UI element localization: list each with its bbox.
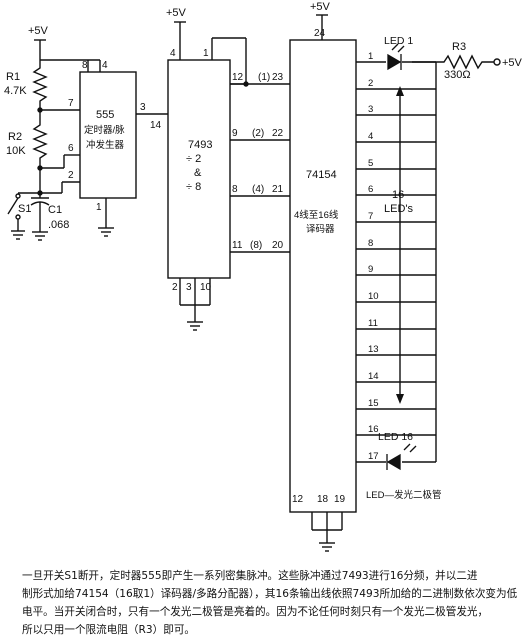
svg-text:9: 9 — [232, 128, 238, 139]
chip-555 — [79, 71, 137, 199]
chip74154-title: 74154 — [306, 169, 337, 181]
decoder-output-number: 16 — [368, 424, 379, 435]
r1-name: R1 — [6, 71, 20, 83]
decoder-output-number: 9 — [368, 264, 373, 275]
caption-line-4: 所以只用一个限流电阻（R3）即可。 — [22, 624, 196, 636]
led16-label: LED 16 — [378, 431, 413, 443]
svg-text:1: 1 — [203, 48, 209, 59]
chip555-sub1: 定时器/脉 — [84, 124, 125, 136]
led16-diode — [386, 443, 417, 471]
c1-name: C1 — [48, 204, 62, 216]
caption-line-1: 一旦开关S1断开，定时器555即产生一系列密集脉冲。这些脉冲通过7493进行16… — [22, 570, 478, 582]
svg-text:18: 18 — [317, 494, 329, 505]
svg-text:8: 8 — [232, 184, 238, 195]
led-count-label: 16 — [392, 189, 404, 201]
decoder-output-number: 14 — [368, 371, 379, 382]
caption-line-2: 制形式加给74154（16取1）译码器/多路分配器），其16条输出线依照7493… — [22, 588, 518, 600]
r3-value: 330Ω — [444, 69, 471, 81]
r3-resistor — [436, 54, 494, 70]
led1-diode — [387, 43, 405, 71]
decoder-output-number: 2 — [368, 78, 373, 89]
chip7493-title: 7493 — [188, 139, 212, 151]
s1-name: S1 — [18, 203, 31, 215]
svg-text:4: 4 — [170, 48, 176, 59]
svg-text:译码器: 译码器 — [306, 224, 335, 235]
decoder-output-number: 11 — [368, 318, 378, 329]
decoder-output-number: 1 — [368, 51, 373, 62]
r2-value: 10K — [6, 145, 26, 157]
svg-text:(4): (4) — [252, 184, 264, 195]
svg-text:20: 20 — [272, 240, 284, 251]
svg-text:12: 12 — [232, 72, 244, 83]
decoder-output-number: 5 — [368, 158, 373, 169]
svg-text:3: 3 — [140, 102, 146, 113]
decoder-output-lines — [356, 61, 436, 463]
r1-value: 4.7K — [4, 85, 27, 97]
vcc-led-label: +5V — [502, 57, 523, 69]
chip555-sub2: 冲发生器 — [86, 139, 125, 151]
svg-text:&: & — [194, 167, 202, 179]
svg-text:23: 23 — [272, 72, 284, 83]
svg-text:(1): (1) — [258, 72, 270, 83]
vcc-7493-label: +5V — [166, 7, 187, 19]
svg-text:6: 6 — [68, 143, 74, 154]
decoder-output-numbers: 1 2 3 4 5 6 7 8 9 10 11 13 14 15 16 17 — [368, 51, 379, 462]
decoder-output-number: 10 — [368, 291, 379, 302]
decoder-output-number: 8 — [368, 238, 373, 249]
svg-text:÷ 8: ÷ 8 — [186, 181, 201, 193]
svg-text:10: 10 — [200, 282, 212, 293]
decoder-output-number: 13 — [368, 344, 379, 355]
decoder-output-number: 15 — [368, 398, 379, 409]
led-legend: LED—发光二极管 — [366, 489, 441, 501]
svg-text:7: 7 — [68, 98, 74, 109]
svg-text:14: 14 — [150, 120, 162, 131]
decoder-output-number: 7 — [368, 211, 373, 222]
decoder-output-number: 6 — [368, 184, 373, 195]
c1-value: .068 — [48, 219, 69, 231]
caption: 一旦开关S1断开，定时器555即产生一系列密集脉冲。这些脉冲通过7493进行16… — [22, 567, 518, 639]
svg-text:12: 12 — [292, 494, 304, 505]
svg-text:÷ 2: ÷ 2 — [186, 153, 201, 165]
r2-resistor — [32, 110, 48, 168]
r2-name: R2 — [8, 131, 22, 143]
svg-text:2: 2 — [172, 282, 178, 293]
r1-resistor — [32, 60, 48, 110]
caption-line-3: 电平。当开关闭合时，只有一个发光二极管是亮着的。因为不论任何时刻只有一个发光二极… — [22, 606, 489, 618]
decoder-output-number: 17 — [368, 451, 379, 462]
svg-text:21: 21 — [272, 184, 284, 195]
led1-label: LED 1 — [384, 35, 413, 47]
chip-74154 — [289, 39, 357, 513]
r3-name: R3 — [452, 41, 466, 53]
svg-text:(8): (8) — [250, 240, 262, 251]
vcc-555-label: +5V — [28, 25, 49, 37]
svg-text:4线至16线: 4线至16线 — [294, 209, 339, 221]
svg-text:4: 4 — [102, 60, 108, 71]
svg-text:3: 3 — [186, 282, 192, 293]
svg-text:2: 2 — [68, 170, 74, 181]
svg-text:8: 8 — [82, 60, 88, 71]
vcc-74154-label: +5V — [310, 1, 331, 13]
svg-text:24: 24 — [314, 28, 326, 39]
svg-text:19: 19 — [334, 494, 346, 505]
chip555-title: 555 — [96, 109, 114, 121]
led-plural-label: LED's — [384, 203, 413, 215]
decoder-output-number: 3 — [368, 104, 373, 115]
svg-text:11: 11 — [232, 240, 243, 251]
svg-text:22: 22 — [272, 128, 284, 139]
chip-7493 — [167, 59, 231, 279]
decoder-output-number: 4 — [368, 131, 373, 142]
svg-text:(2): (2) — [252, 128, 264, 139]
svg-text:1: 1 — [96, 202, 102, 213]
